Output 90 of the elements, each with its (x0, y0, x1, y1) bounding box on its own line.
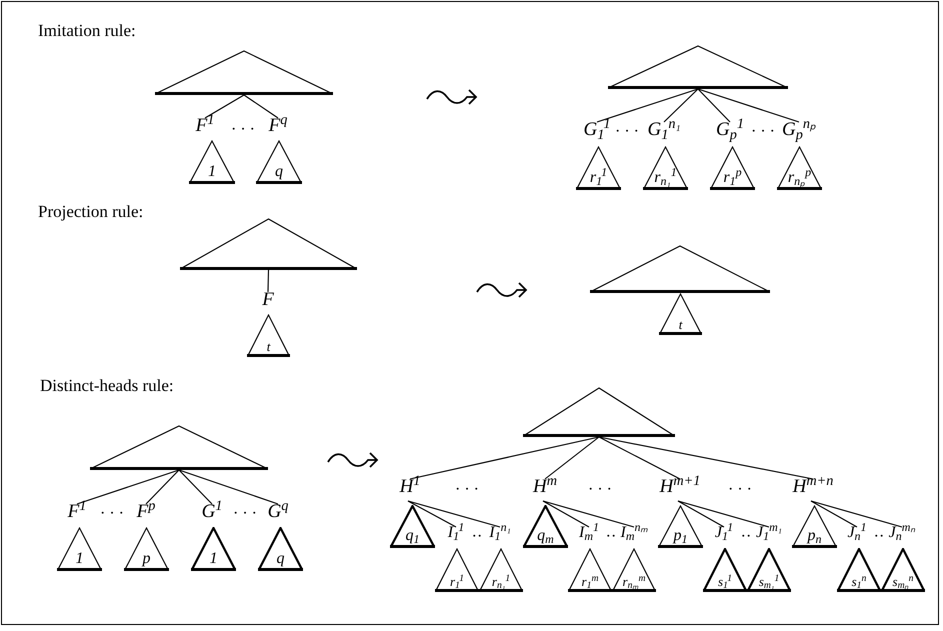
subtree-label: t (678, 318, 682, 331)
rule-heading: Projection rule: (38, 203, 144, 220)
symbol-label: F$^{p}$ (136, 502, 156, 521)
subtree-triangle (658, 505, 703, 548)
subtree-triangle (479, 548, 523, 592)
subtree-triangle (881, 548, 925, 592)
tree-branch-line (678, 500, 724, 528)
tree-branch-line (178, 470, 212, 504)
tree-branch-line (596, 88, 698, 123)
tree-branch-line (267, 270, 270, 292)
subtree-triangle (124, 527, 169, 571)
subtree-label: q (276, 551, 284, 567)
subtree-triangle (523, 505, 568, 548)
subtree-triangle (777, 146, 822, 190)
subtree-label: 1 (208, 164, 216, 180)
subtree-triangle (792, 505, 837, 548)
tree-branch-line (678, 500, 770, 528)
subtree-label: p (142, 551, 150, 567)
symbol-label: F$^{q}$ (268, 116, 288, 135)
tree-branch-line (598, 436, 680, 480)
subtree-triangle (155, 50, 333, 95)
subtree-label: p$_{n}$ (808, 528, 822, 544)
ellipsis-dots: ·· (472, 529, 482, 545)
subtree-triangle (256, 140, 302, 184)
subtree-triangle (57, 527, 102, 571)
symbol-label: H$^{m+1}$ (660, 477, 700, 496)
tree-branch-line (76, 469, 180, 505)
subtree-triangle (435, 548, 479, 592)
subtree-triangle (710, 146, 755, 190)
rule-heading: Distinct-heads rule: (40, 377, 174, 394)
subtree-triangle (180, 218, 357, 270)
tree-branch-line (410, 436, 600, 480)
subtree-triangle (568, 548, 612, 592)
subtree-triangle (390, 505, 435, 548)
tree-branch-line (542, 500, 634, 528)
subtree-triangle (837, 548, 881, 592)
subtree-triangle (659, 293, 702, 335)
tree-branch-line (408, 500, 456, 528)
subtree-triangle (191, 527, 236, 571)
tree-branch-line (698, 88, 800, 123)
tree-branch-line (178, 469, 278, 505)
ellipsis-dots: · · · (728, 482, 752, 498)
symbol-label: G$^{q}$ (268, 502, 288, 521)
ellipsis-dots: · · · (455, 482, 479, 498)
subtree-triangle (90, 425, 268, 470)
subtree-triangle (247, 314, 290, 357)
ellipsis-dots: · · · (615, 124, 639, 140)
tree-branch-line (244, 94, 278, 118)
ellipsis-dots: · · · (233, 506, 257, 522)
subtree-triangle (523, 387, 675, 437)
subtree-triangle (608, 45, 788, 89)
tree-branch-line (664, 88, 698, 122)
subtree-label: q$_{m}$ (537, 528, 554, 544)
tree-branch-line (544, 436, 600, 480)
symbol-label: H$^{m}$ (532, 477, 558, 496)
tree-branch-line (598, 436, 814, 480)
subtree-label: 1 (210, 551, 218, 567)
subtree-triangle (643, 146, 688, 190)
ellipsis-dots: · · · (231, 122, 255, 138)
tree-branch-line (698, 88, 730, 122)
symbol-label: G$^{1}$ (202, 502, 222, 521)
tree-branch-line (810, 500, 858, 528)
symbol-label: F (262, 290, 274, 309)
subtree-triangle (189, 140, 235, 184)
tree-branch-line (146, 470, 180, 504)
tree-branch-line (408, 500, 500, 528)
ellipsis-dots: ·· (606, 529, 616, 545)
subtree-label: t (266, 340, 270, 353)
subtree-label: q (275, 164, 283, 180)
ellipsis-dots: ·· (740, 529, 752, 545)
subtree-triangle (576, 146, 621, 190)
tree-branch-line (542, 500, 590, 528)
symbol-label: F$^{1}$ (196, 116, 214, 135)
subtree-triangle (703, 548, 747, 592)
tree-branch-line (204, 94, 244, 118)
subtree-triangle (612, 548, 656, 592)
subtree-label: q$_{1}$ (406, 528, 420, 544)
ellipsis-dots: · · · (751, 124, 775, 140)
subtree-label: p$_{1}$ (674, 528, 688, 544)
ellipsis-dots: ·· (874, 529, 884, 545)
subtree-triangle (258, 527, 303, 571)
rule-heading: Imitation rule: (38, 22, 136, 39)
subtree-triangle (747, 548, 791, 592)
ellipsis-dots: · · · (100, 506, 124, 522)
ellipsis-dots: · · · (588, 482, 612, 498)
symbol-label: H$^{m+n}$ (792, 477, 834, 496)
subtree-label: 1 (76, 551, 84, 567)
tree-branch-line (810, 500, 902, 528)
subtree-triangle (590, 245, 770, 293)
symbol-label: H$^{1}$ (400, 477, 420, 496)
